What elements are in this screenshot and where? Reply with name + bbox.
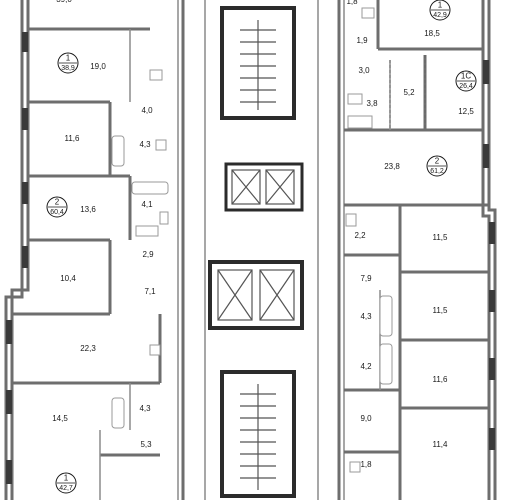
apartment-number: 2 (55, 198, 60, 207)
room-area-label: 9,0 (360, 414, 372, 423)
room-area-label: 7,1 (144, 287, 156, 296)
apartment-badge[interactable]: 142,9 (429, 0, 451, 21)
apartment-total-area: 61,2 (430, 168, 444, 175)
apartment-total-area: 42,7 (59, 485, 73, 492)
room-area-label: 4,3 (139, 404, 151, 413)
apartment-total-area: 60,4 (50, 209, 64, 216)
room-area-label: 18,5 (424, 29, 440, 38)
room-area-label: 3,0 (358, 66, 370, 75)
room-area-label: 39,0 (56, 0, 72, 4)
apartment-number: 1 (64, 474, 69, 483)
room-area-label: 13,6 (80, 205, 96, 214)
apartment-number: 1С (461, 72, 471, 81)
room-area-label: 23,8 (384, 162, 400, 171)
right-wing (337, 0, 497, 500)
partial-room-label: 1,8 (346, 0, 358, 6)
room-area-label: 1,9 (356, 36, 368, 45)
room-area-label: 11,5 (433, 233, 449, 242)
room-area-label: 12,5 (458, 107, 474, 116)
left-wing (4, 0, 185, 500)
room-labels: 39,019,04,011,64,313,64,12,910,47,122,34… (52, 0, 474, 469)
room-area-label: 19,0 (90, 62, 106, 71)
apartment-badge[interactable]: 261,2 (426, 155, 448, 177)
room-area-label: 4,3 (139, 140, 151, 149)
apartment-badge[interactable]: 138,9 (57, 52, 79, 74)
room-area-label: 10,4 (60, 274, 76, 283)
apartment-total-area: 42,9 (433, 12, 447, 19)
apartment-number: 2 (435, 157, 440, 166)
apartment-badge[interactable]: 1С 26,4 (455, 70, 477, 92)
room-area-label: 11,6 (65, 134, 81, 143)
room-area-label: 1,8 (360, 460, 372, 469)
room-area-label: 7,9 (360, 274, 372, 283)
room-area-label: 5,2 (403, 88, 415, 97)
room-area-label: 5,3 (140, 440, 152, 449)
apartment-number: 1 (66, 54, 71, 63)
room-area-label: 22,3 (80, 344, 96, 353)
room-area-label: 11,6 (433, 375, 449, 384)
room-area-label: 2,2 (354, 231, 366, 240)
room-area-label: 4,0 (141, 106, 153, 115)
room-area-label: 4,3 (360, 312, 372, 321)
room-area-label: 4,1 (141, 200, 153, 209)
apartment-badge[interactable]: 142,7 (55, 472, 77, 494)
room-area-label: 2,9 (142, 250, 154, 259)
central-core (204, 0, 319, 500)
room-area-label: 3,8 (366, 99, 378, 108)
apartment-total-area: 26,4 (459, 83, 473, 90)
apartment-number: 1 (438, 1, 443, 10)
room-area-label: 11,4 (433, 440, 449, 449)
apartment-badge[interactable]: 260,4 (46, 196, 68, 218)
apartment-total-area: 38,9 (61, 65, 75, 72)
room-area-label: 11,5 (433, 306, 449, 315)
room-area-label: 14,5 (52, 414, 68, 423)
room-area-label: 4,2 (360, 362, 372, 371)
